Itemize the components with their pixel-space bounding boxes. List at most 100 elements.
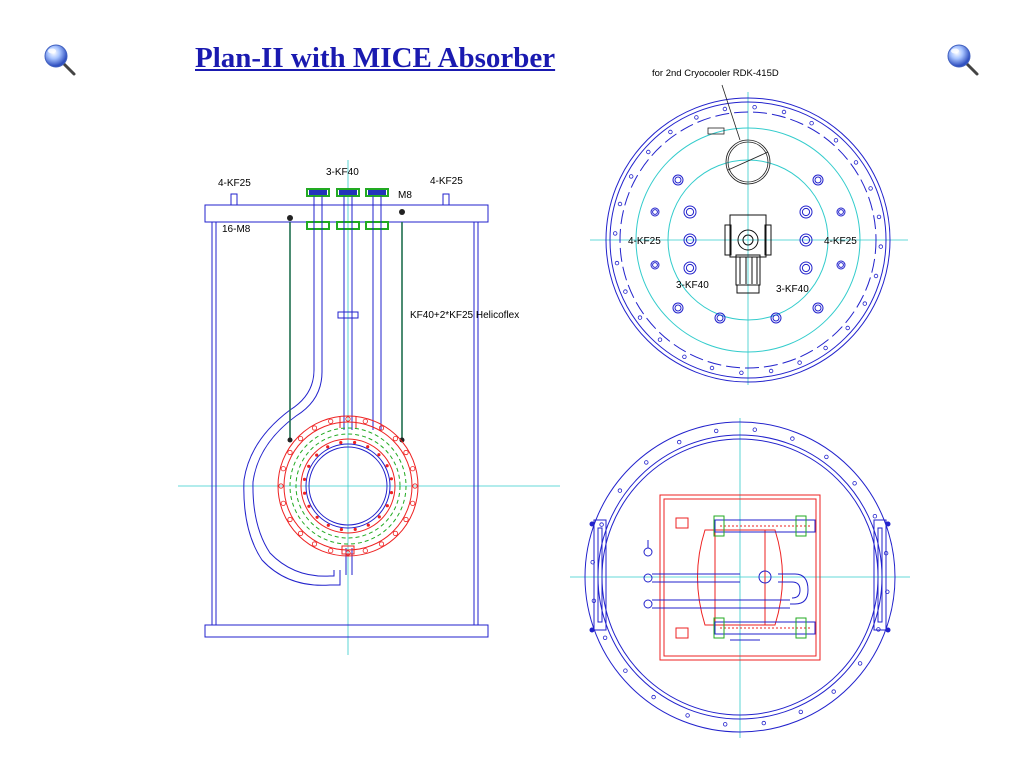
flange-bolt-hole bbox=[392, 435, 398, 442]
bottom-bolt-hole bbox=[790, 436, 795, 441]
bottom-bolt-hole bbox=[651, 694, 656, 700]
port-hole bbox=[672, 302, 684, 314]
port-hole-inner bbox=[716, 314, 724, 322]
port-hole-inner bbox=[801, 235, 811, 245]
port-hole bbox=[799, 205, 813, 219]
port-hole bbox=[799, 233, 813, 247]
bottom-bolt-hole bbox=[876, 627, 881, 632]
flange-bolt-hole bbox=[287, 449, 293, 456]
flange-inner-bolt-ring bbox=[302, 440, 394, 532]
label-kf25-left: 4-KF25 bbox=[628, 236, 661, 247]
crystal-ball-pin-icon bbox=[947, 44, 979, 76]
flange-bolt-hole bbox=[287, 516, 293, 523]
bottom-bolt-hole bbox=[824, 454, 829, 460]
port-hole-inner bbox=[685, 207, 695, 217]
top-flange bbox=[605, 97, 891, 383]
side-flange-bolts bbox=[589, 521, 891, 633]
port-hole-inner bbox=[772, 314, 780, 322]
outer-bolt-hole bbox=[614, 260, 620, 266]
window-flanges bbox=[713, 515, 816, 639]
bottom-bolt-hole bbox=[685, 713, 690, 718]
label-cryocooler: for 2nd Cryocooler RDK-415D bbox=[652, 68, 779, 79]
label-m8: M8 bbox=[398, 190, 412, 201]
port-hole-inner bbox=[674, 176, 682, 184]
top-port-holes bbox=[650, 174, 846, 324]
inner-bolt-hole bbox=[366, 445, 370, 449]
label-16-m8: 16-M8 bbox=[222, 224, 251, 235]
port-hole bbox=[683, 233, 697, 247]
inner-bolt-hole bbox=[389, 491, 394, 495]
port-hole bbox=[799, 261, 813, 275]
bottom-bolt-hole bbox=[599, 522, 604, 527]
support-rods bbox=[289, 222, 403, 440]
flange-bolt-hole bbox=[403, 516, 409, 523]
outer-bolt-hole bbox=[709, 365, 715, 371]
crystal-ball-pin-icon bbox=[44, 44, 76, 76]
flange-bolt-hole bbox=[297, 435, 304, 442]
inner-bolt-hole bbox=[303, 491, 307, 495]
port-hole bbox=[650, 260, 660, 270]
port-hole bbox=[672, 174, 684, 186]
inner-bolt-hole bbox=[315, 515, 319, 519]
slide-title: Plan-II with MICE Absorber bbox=[195, 42, 556, 74]
inner-bolt-hole bbox=[339, 441, 343, 445]
outer-bolt-hole bbox=[694, 115, 699, 120]
outer-bolt-hole bbox=[768, 368, 774, 374]
cooling-pipes bbox=[643, 540, 809, 641]
bottom-bolt-hole bbox=[883, 551, 889, 556]
port-hole bbox=[836, 207, 846, 217]
label-kf25-left: 4-KF25 bbox=[218, 178, 251, 189]
outer-bolt-hole bbox=[682, 354, 687, 359]
bottom-bolt-hole bbox=[857, 661, 863, 666]
inner-bolt-hole bbox=[389, 477, 393, 481]
inner-bolt-hole bbox=[385, 504, 389, 508]
bottom-view-drawing bbox=[570, 418, 910, 738]
port-hole bbox=[812, 174, 824, 186]
outer-bolt-hole bbox=[613, 231, 618, 236]
flange-bolt-ring bbox=[278, 416, 418, 556]
port-hole bbox=[683, 261, 697, 275]
flange-bolt-hole bbox=[278, 483, 284, 489]
port-hole-inner bbox=[801, 263, 811, 273]
flange-bolt-hole bbox=[392, 530, 398, 537]
flange-bolt-hole bbox=[410, 466, 416, 472]
port-hole-inner bbox=[685, 263, 695, 273]
bottom-bolt-hole bbox=[677, 439, 682, 445]
inner-bolt-hole bbox=[377, 453, 381, 457]
outer-bolt-hole bbox=[868, 186, 873, 191]
inner-bolt-hole bbox=[339, 527, 343, 532]
bottom-vessel bbox=[584, 421, 896, 733]
outer-bolt-hole bbox=[781, 109, 787, 115]
bottom-bolt-hole bbox=[761, 720, 766, 726]
label-helicoflex: KF40+2*KF25 Helicoflex bbox=[410, 310, 519, 321]
port-hole bbox=[714, 312, 726, 324]
outer-bolt-hole bbox=[833, 138, 839, 143]
flange-bolt-hole bbox=[403, 449, 409, 456]
label-kf25-right: 4-KF25 bbox=[430, 176, 463, 187]
port-hole-inner bbox=[674, 304, 682, 312]
feed-pipes bbox=[243, 196, 382, 586]
flange-bolt-hole bbox=[362, 418, 368, 424]
outer-bolt-hole bbox=[823, 345, 828, 351]
flange-bolt-hole bbox=[280, 466, 286, 472]
label-kf40-left: 3-KF40 bbox=[676, 280, 709, 291]
flange-bolt-hole bbox=[412, 483, 418, 489]
port-hole-inner bbox=[838, 262, 844, 268]
flange-bolt-hole bbox=[410, 500, 416, 506]
outer-bolt-hole bbox=[876, 214, 882, 220]
outer-bolt-hole bbox=[646, 149, 651, 155]
flange-bolt-hole bbox=[311, 541, 318, 547]
port-hole bbox=[770, 312, 782, 324]
inner-bolt-hole bbox=[302, 477, 307, 481]
side-view-drawing: 4-KF25 3-KF40 4-KF25 M8 16-M8 KF40+2*KF2… bbox=[178, 160, 560, 655]
inner-bolt-hole bbox=[385, 464, 389, 468]
port-hole-inner bbox=[814, 304, 822, 312]
outer-bolt-hole bbox=[797, 360, 802, 365]
outer-bolt-hole bbox=[722, 106, 728, 112]
kf40-ports bbox=[306, 188, 389, 230]
inner-bolt-hole bbox=[326, 523, 330, 527]
bottom-bolt-hole bbox=[617, 488, 623, 493]
port-hole-inner bbox=[652, 262, 658, 268]
inner-bolt-hole bbox=[307, 504, 311, 508]
flange-bolt-hole bbox=[328, 418, 334, 424]
